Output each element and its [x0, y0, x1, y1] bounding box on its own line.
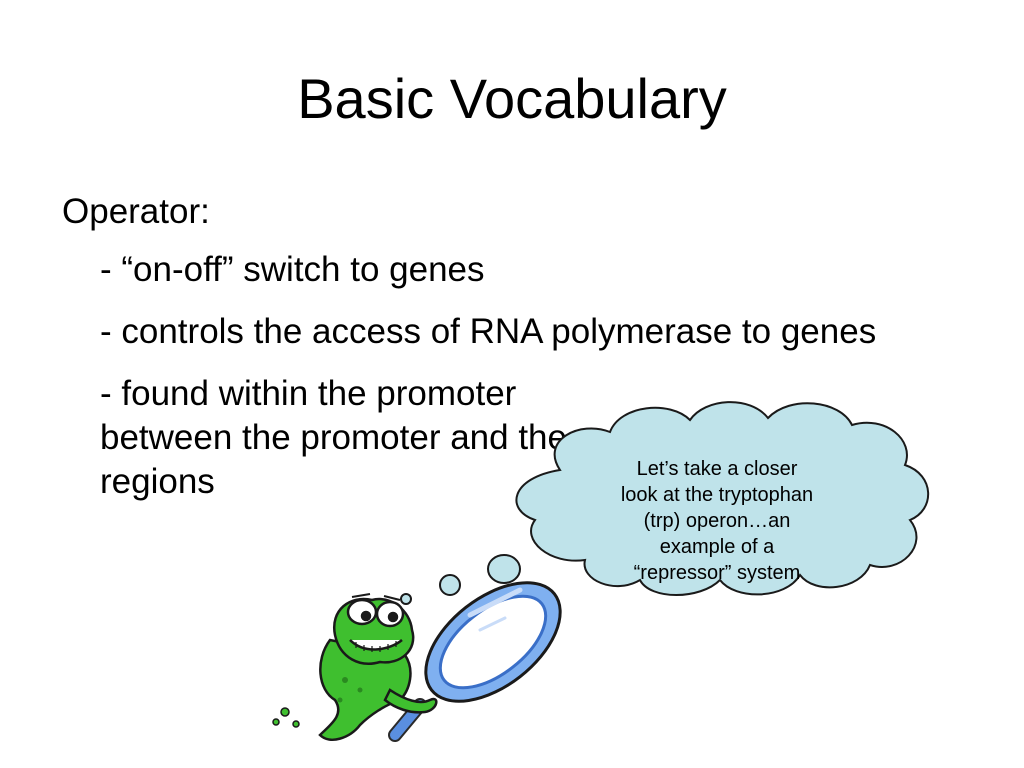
callout-line-3: (trp) operon…an — [643, 510, 791, 532]
magnifying-glass-icon — [388, 581, 562, 742]
callout-line-4: example of a — [659, 536, 775, 558]
thought-cloud-icon — [400, 401, 930, 605]
callout-line-1: Let’s take a closer — [636, 458, 798, 480]
callout-line-5: “repressor” system — [633, 562, 801, 584]
callout-text: Let’s take a closer look at the tryptoph… — [582, 456, 852, 586]
bullet-3-line-3: regions — [100, 462, 215, 501]
bullet-3-line-1: - found within the promoter — [100, 374, 517, 413]
callout-line-2: look at the tryptophan — [620, 484, 814, 506]
frog-icon — [272, 593, 438, 741]
bullet-2: - controls the access of RNA polymerase … — [100, 312, 877, 351]
term-heading: Operator: — [62, 192, 210, 231]
bullet-1: - “on-off” switch to genes — [100, 250, 485, 289]
slide-title: Basic Vocabulary — [297, 67, 727, 130]
